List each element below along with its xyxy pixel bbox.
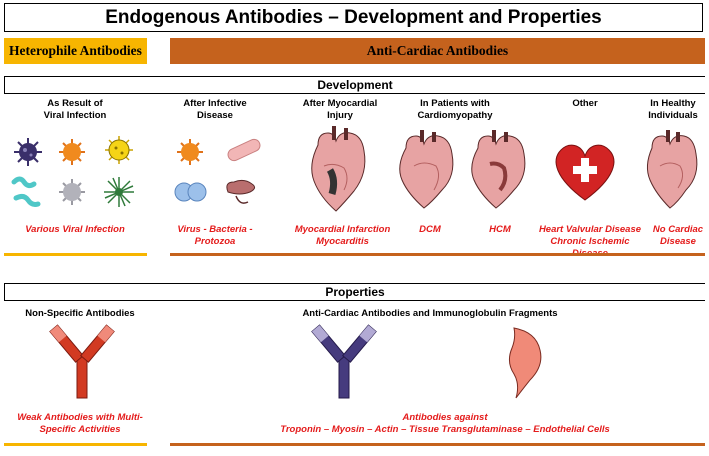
virus-icon	[105, 136, 133, 164]
dev-col-cardiomyopathy-label: In Patients with Cardiomyopathy	[395, 98, 515, 122]
prop-right-label: Anti-Cardiac Antibodies and Immunoglobul…	[302, 308, 558, 319]
antibody-icon	[311, 324, 377, 399]
dev-caption-myocardial-2: Myocarditis	[316, 236, 369, 247]
dev-col-myocardial-label-1: After Myocardial	[302, 98, 378, 109]
dev-col-healthy-label: In Healthy Individuals	[640, 98, 706, 122]
dev-col-cardiomyopathy-label-2: Cardiomyopathy	[417, 110, 493, 121]
dev-caption-myocardial: Myocardial Infarction Myocarditis	[285, 224, 400, 248]
dev-col-other-label-1: Other	[572, 98, 598, 109]
prop-left-caption: Weak Antibodies with Multi- Specific Act…	[5, 412, 155, 436]
dev-caption-hcm: HCM	[489, 224, 511, 235]
dev-caption-other-1: Heart Valvular Disease	[538, 224, 642, 235]
bacteria-icon	[174, 182, 207, 202]
dev-col-myocardial-label-2: Injury	[327, 110, 353, 121]
virus-icon	[14, 138, 42, 166]
dev-col-viral-label-1: As Result of	[47, 98, 103, 109]
antibody-fragment-icon	[508, 327, 542, 399]
virus-icon	[177, 139, 203, 165]
dev-caption-healthy-2: Disease	[660, 236, 696, 247]
heart-cross-icon	[555, 144, 615, 201]
dev-caption-healthy-1: No Cardiac	[652, 224, 704, 235]
protozoa-icon	[226, 179, 256, 204]
page-title: Endogenous Antibodies – Development and …	[4, 3, 703, 32]
prop-right-caption-2: Troponin – Myosin – Actin – Tissue Trans…	[280, 424, 610, 435]
dev-col-other-label: Other	[550, 98, 620, 110]
properties-header: Properties	[4, 283, 705, 301]
virus-icon	[59, 179, 85, 205]
prop-orange-rule	[170, 443, 705, 446]
development-header: Development	[4, 76, 705, 94]
dev-col-cardiomyopathy-label-1: In Patients with	[420, 98, 490, 109]
dev-caption-infective-1: Virus - Bacteria -	[177, 224, 253, 235]
dev-col-viral-label-2: Viral Infection	[43, 110, 107, 121]
prop-left-caption-1: Weak Antibodies with Multi-	[17, 412, 143, 423]
heart-anatomy-icon	[399, 130, 454, 209]
anti-cardiac-banner: Anti-Cardiac Antibodies	[170, 38, 705, 64]
dev-col-viral-label: As Result of Viral Infection	[15, 98, 135, 122]
heart-anatomy-icon	[471, 130, 526, 209]
dev-col-myocardial-label: After Myocardial Injury	[285, 98, 395, 122]
dev-caption-infective-2: Protozoa	[194, 236, 236, 247]
antibody-icon	[49, 324, 115, 399]
development-heading: Development	[317, 78, 393, 92]
properties-heading: Properties	[325, 285, 385, 299]
prop-left-caption-2: Specific Activities	[39, 424, 121, 435]
dev-caption-dcm: DCM	[419, 224, 441, 235]
virus-icon	[11, 176, 41, 207]
dev-col-infective-label: After Infective Disease	[165, 98, 265, 122]
heterophile-banner: Heterophile Antibodies	[4, 38, 147, 64]
dev-orange-rule	[170, 253, 705, 256]
dev-col-healthy-label-2: Individuals	[648, 110, 698, 121]
bacteria-icon	[227, 138, 261, 162]
dev-col-infective-label-2: Disease	[197, 110, 233, 121]
dev-caption-healthy: No Cardiac Disease	[648, 224, 708, 248]
dev-caption-viral: Various Viral Infection	[25, 224, 125, 235]
prop-left-label: Non-Specific Antibodies	[25, 308, 135, 319]
prop-right-caption: Antibodies against Troponin – Myosin – A…	[260, 412, 630, 436]
heart-anatomy-icon	[646, 130, 698, 209]
dev-caption-infective: Virus - Bacteria - Protozoa	[160, 224, 270, 248]
prop-yellow-rule	[4, 443, 147, 446]
dev-yellow-rule	[4, 253, 147, 256]
dev-caption-myocardial-1: Myocardial Infarction	[294, 224, 391, 235]
dev-col-infective-label-1: After Infective	[183, 98, 247, 109]
heart-anatomy-icon	[311, 126, 366, 212]
dev-col-healthy-label-1: In Healthy	[650, 98, 696, 109]
virus-icon	[104, 177, 134, 207]
prop-right-caption-1: Antibodies against	[402, 412, 488, 423]
virus-icon	[59, 139, 85, 165]
